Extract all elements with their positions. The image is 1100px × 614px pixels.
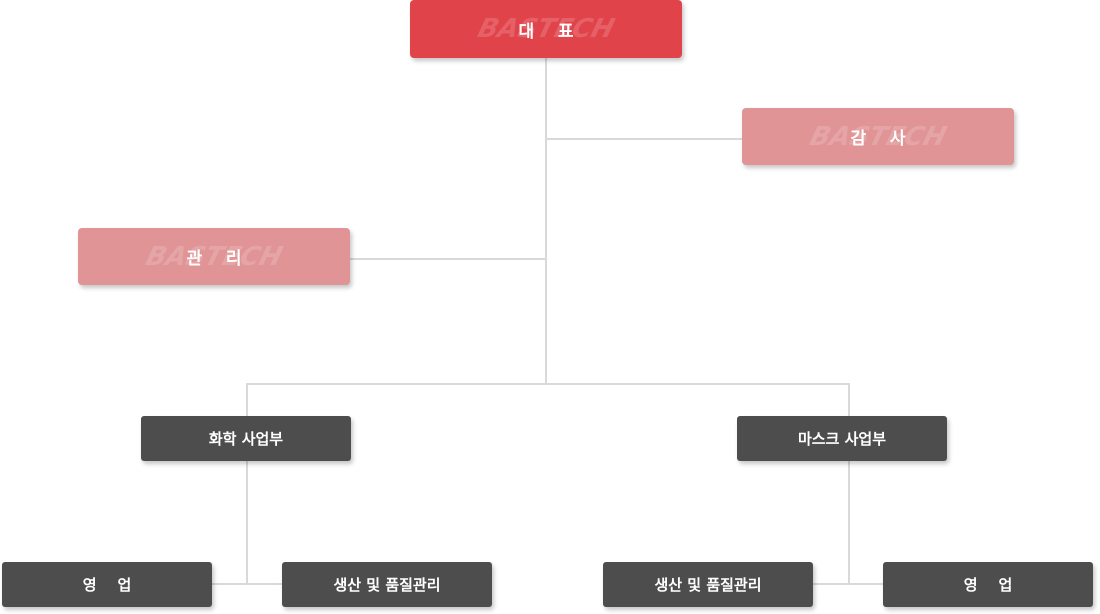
mask-team-line	[812, 583, 884, 585]
division-bus-line	[246, 383, 850, 385]
chem-division-box[interactable]: 화학 사업부	[141, 416, 351, 461]
auditor-branch-line	[545, 138, 742, 140]
ceo-label: 대 표	[518, 21, 574, 42]
chem-team-line	[212, 583, 283, 585]
chem-division-label: 화학 사업부	[208, 430, 284, 448]
admin-branch-line	[350, 258, 546, 260]
mask-stem-line	[848, 460, 850, 585]
mask-sales-label: 영 업	[963, 576, 1013, 594]
chem-production-label: 생산 및 품질관리	[333, 576, 441, 594]
chem-production-box[interactable]: 생산 및 품질관리	[282, 562, 492, 607]
auditor-box[interactable]: BASTECH 감 사	[742, 108, 1014, 165]
mask-division-label: 마스크 사업부	[797, 430, 887, 448]
chem-sales-label: 영 업	[82, 576, 132, 594]
chem-drop-line	[246, 383, 248, 417]
mask-production-box[interactable]: 생산 및 품질관리	[603, 562, 813, 607]
mask-division-box[interactable]: 마스크 사업부	[737, 416, 947, 461]
chem-sales-box[interactable]: 영 업	[2, 562, 212, 607]
trunk-line	[545, 58, 547, 384]
auditor-label: 감 사	[850, 129, 906, 149]
mask-sales-box[interactable]: 영 업	[883, 562, 1093, 607]
chem-stem-line	[246, 460, 248, 585]
admin-box[interactable]: BASTECH 관 리	[78, 228, 350, 285]
admin-label: 관 리	[186, 249, 242, 269]
ceo-box[interactable]: BASTECH 대 표	[410, 0, 682, 58]
mask-drop-line	[848, 383, 850, 417]
mask-production-label: 생산 및 품질관리	[654, 576, 762, 594]
